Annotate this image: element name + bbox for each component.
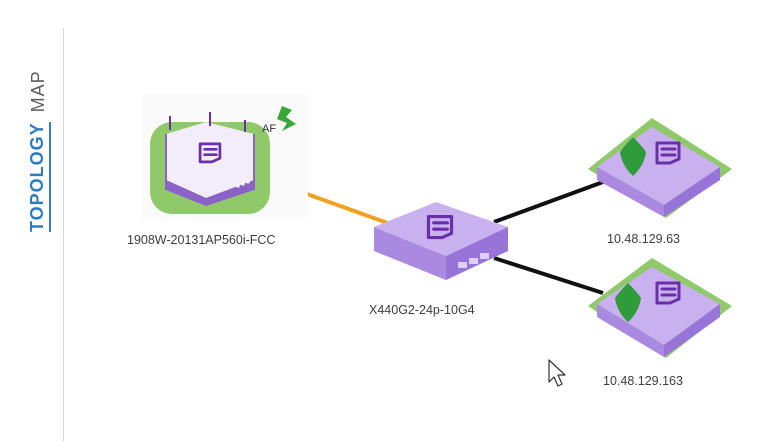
node-device-1[interactable]: 10.48.129.63 (588, 118, 732, 246)
shield-icon (615, 283, 641, 322)
lightning-icon (277, 106, 296, 131)
link-switch-device2[interactable] (493, 256, 604, 295)
secured-switch-icon (588, 118, 732, 218)
node-switch[interactable]: X440G2-24p-10G4 (369, 202, 508, 317)
tab-divider (63, 28, 64, 441)
node-device-2[interactable]: 10.48.129.163 (588, 258, 732, 388)
view-tabs: TOPOLOGY MAP (0, 0, 63, 441)
ap-badge: AF (262, 123, 276, 135)
mouse-cursor-icon (548, 359, 566, 387)
shield-icon (620, 137, 646, 176)
device2-label: 10.48.129.163 (603, 374, 683, 388)
access-point-icon (150, 112, 270, 214)
link-switch-device1[interactable] (493, 180, 604, 224)
ap-label: 1908W-20131AP560i-FCC (127, 233, 275, 247)
node-access-point[interactable]: AF 1908W-20131AP560i-FCC (127, 95, 308, 247)
switch-label: X440G2-24p-10G4 (369, 303, 475, 317)
secured-switch-icon (588, 258, 732, 358)
device1-label: 10.48.129.63 (607, 232, 680, 246)
switch-icon (374, 202, 508, 280)
